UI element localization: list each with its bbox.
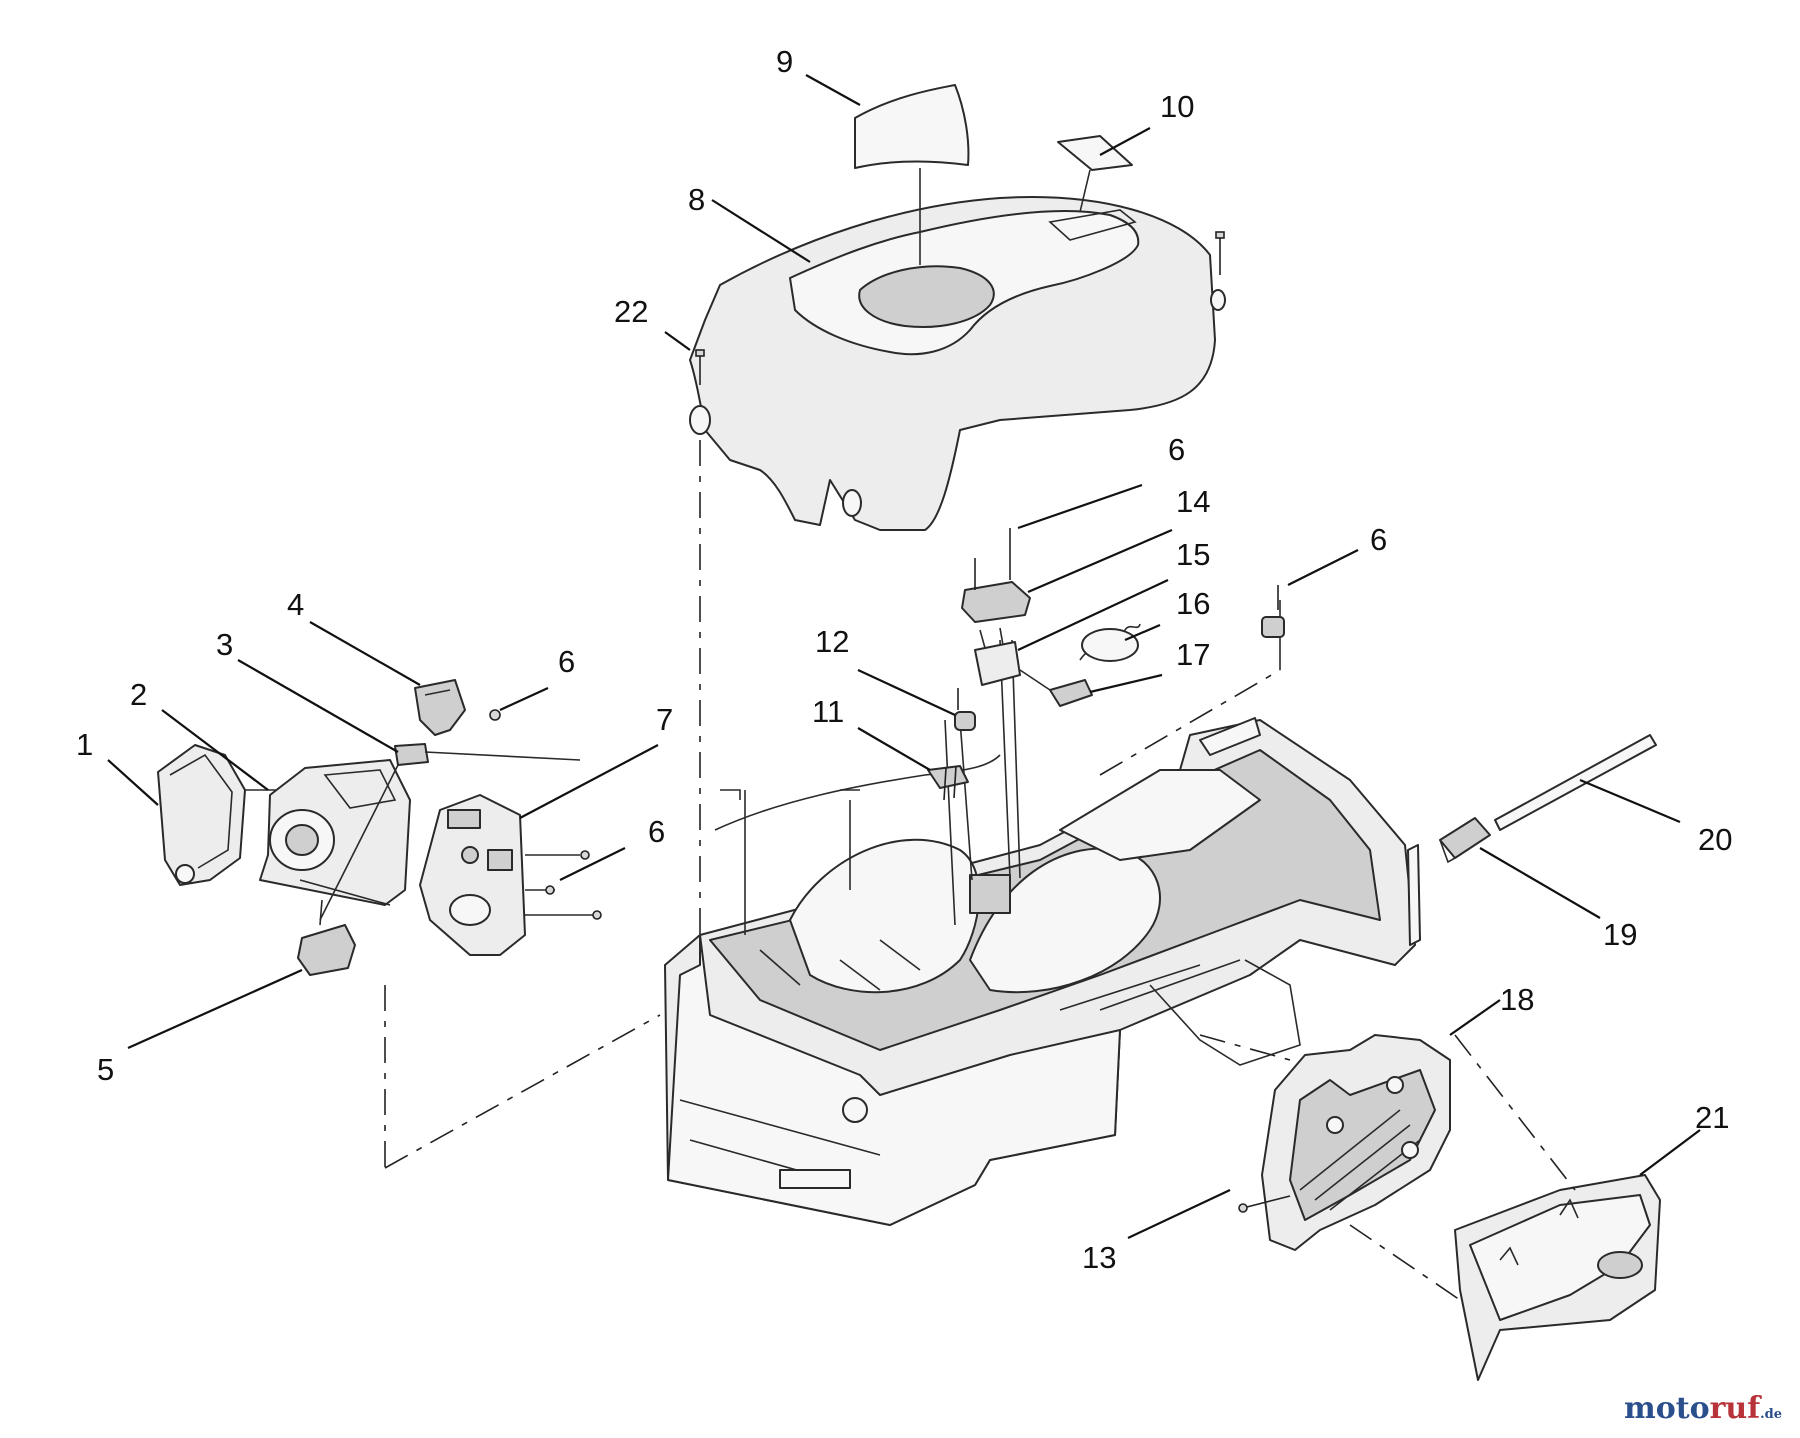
rod: [1494, 734, 1657, 831]
callout-11: 11: [812, 694, 844, 729]
screw-top-right: [1215, 231, 1225, 275]
callout-3: 3: [216, 627, 233, 662]
latch: [961, 528, 1031, 623]
callout-9: 9: [776, 44, 793, 79]
callout-17: 17: [1176, 637, 1210, 672]
callout-6b: 6: [648, 814, 665, 849]
control-panel: [419, 794, 602, 956]
cover-decal: [854, 84, 970, 169]
callout-5: 5: [97, 1052, 114, 1087]
spring-19: [1439, 817, 1491, 864]
callout-10: 10: [1160, 89, 1194, 124]
callout-18: 18: [1500, 982, 1534, 1017]
watermark-part1: moto: [1623, 1391, 1710, 1426]
screw-22: [695, 349, 705, 385]
callout-16: 16: [1176, 586, 1210, 621]
callout-13: 13: [1082, 1240, 1116, 1275]
latch-lever: [1019, 669, 1093, 707]
spring: [1079, 623, 1141, 662]
callout-2: 2: [130, 677, 147, 712]
callout-14: 14: [1176, 484, 1210, 519]
cable-bracket: [319, 743, 581, 921]
callout-20: 20: [1698, 822, 1732, 857]
bushing: [954, 688, 976, 731]
screw-13: [1238, 1195, 1291, 1213]
main-housing: [664, 717, 1421, 1226]
small-decal: [1057, 135, 1133, 171]
callout-6a: 6: [558, 644, 575, 679]
callout-labels: 1 2 3 4 5 6 6 6 6 7 8 9 10 11 12 13 14 1…: [76, 44, 1732, 1275]
watermark-part2: ruf: [1709, 1391, 1761, 1426]
switch-bracket: [414, 679, 501, 736]
switch: [297, 899, 356, 976]
watermark-suffix: .de: [1760, 1407, 1782, 1422]
control-housing: [259, 759, 411, 906]
callout-6c: 6: [1168, 432, 1185, 467]
callout-15: 15: [1176, 537, 1210, 572]
air-filter-cover: [157, 744, 300, 886]
leader-lines: [107, 74, 1701, 1239]
watermark-logo: motoruf.de: [1624, 1391, 1782, 1426]
rear-door-frame: [1199, 1034, 1451, 1251]
top-cover: [689, 196, 1226, 531]
latch-base: [974, 627, 1021, 686]
cable-clip: [927, 765, 969, 801]
callout-1: 1: [76, 727, 93, 762]
callout-8: 8: [688, 182, 705, 217]
latch-assembly: [714, 600, 1281, 935]
screw-right-6: [1261, 585, 1285, 638]
callout-19: 19: [1603, 917, 1637, 952]
callout-22: 22: [614, 294, 648, 329]
callout-7: 7: [656, 702, 673, 737]
rear-door: [1349, 1034, 1661, 1381]
callout-4: 4: [287, 587, 304, 622]
callout-21: 21: [1695, 1100, 1729, 1135]
callout-12: 12: [815, 624, 849, 659]
callout-6d: 6: [1370, 522, 1387, 557]
